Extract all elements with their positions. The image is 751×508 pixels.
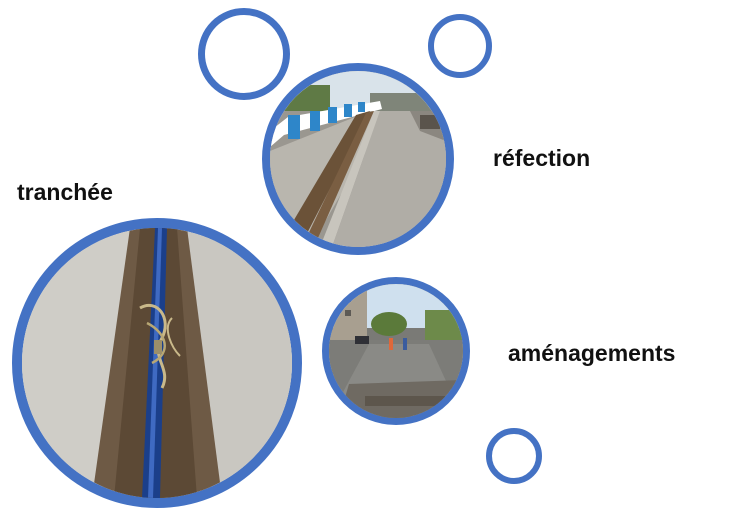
- improvements-photo: [322, 277, 470, 425]
- label-trench: tranchée: [17, 179, 113, 205]
- trench-with-blue-pipe-photo: [22, 228, 292, 498]
- street-works-photo: [329, 284, 463, 418]
- resurfaced-street-trench-photo: [270, 71, 446, 247]
- decorative-ring-bottom: [486, 428, 542, 484]
- label-improvements: aménagements: [508, 340, 676, 366]
- trench-photo: [12, 218, 302, 508]
- decorative-ring-top-left: [198, 8, 290, 100]
- decorative-ring-top-right: [428, 14, 492, 78]
- resurfacing-photo: [262, 63, 454, 255]
- label-resurfacing: réfection: [493, 145, 591, 171]
